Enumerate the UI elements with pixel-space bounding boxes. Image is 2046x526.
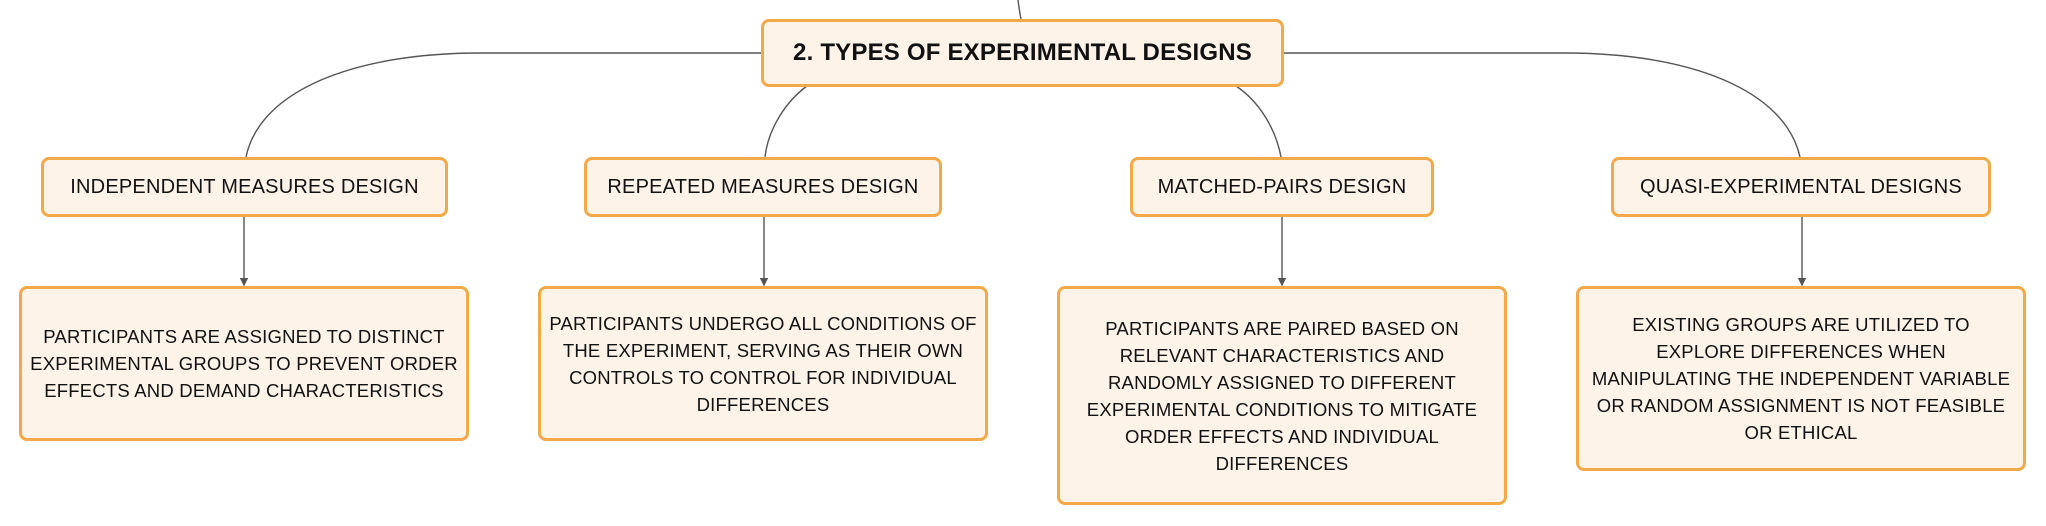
category-node-quasi-experimental[interactable]: QUASI-EXPERIMENTAL DESIGNS: [1611, 157, 1991, 217]
category-node-repeated-measures[interactable]: REPEATED MEASURES DESIGN: [584, 157, 942, 217]
description-node-repeated-measures[interactable]: PARTICIPANTS UNDERGO ALL CONDITIONS OF T…: [538, 286, 988, 441]
category-node-matched-pairs[interactable]: MATCHED-PAIRS DESIGN: [1130, 157, 1434, 217]
category-label: MATCHED-PAIRS DESIGN: [1157, 175, 1407, 198]
description-node-quasi-experimental[interactable]: EXISTING GROUPS ARE UTILIZED TO EXPLORE …: [1576, 286, 2026, 471]
connector-root-to-quasi: [1284, 52, 1801, 158]
connector-parent-to-root: [1017, 0, 1022, 20]
description-text: PARTICIPANTS UNDERGO ALL CONDITIONS OF T…: [549, 312, 977, 415]
description-text: EXISTING GROUPS ARE UTILIZED TO EXPLORE …: [1591, 314, 2011, 443]
description-text: PARTICIPANTS ARE PAIRED BASED ON RELEVAN…: [1086, 317, 1478, 474]
category-node-independent-measures[interactable]: INDEPENDENT MEASURES DESIGN: [41, 157, 448, 217]
category-label: QUASI-EXPERIMENTAL DESIGNS: [1640, 175, 1962, 198]
description-node-matched-pairs[interactable]: PARTICIPANTS ARE PAIRED BASED ON RELEVAN…: [1057, 286, 1507, 505]
connector-root-to-independent: [245, 52, 761, 158]
connector-root-to-repeated: [764, 85, 808, 158]
category-label: INDEPENDENT MEASURES DESIGN: [70, 175, 419, 198]
root-node[interactable]: 2. TYPES OF EXPERIMENTAL DESIGNS: [761, 19, 1284, 87]
description-text: PARTICIPANTS ARE ASSIGNED TO DISTINCT EX…: [30, 326, 458, 401]
connector-root-to-matched: [1235, 85, 1282, 158]
category-label: REPEATED MEASURES DESIGN: [607, 175, 919, 198]
description-node-independent-measures[interactable]: PARTICIPANTS ARE ASSIGNED TO DISTINCT EX…: [19, 286, 469, 441]
root-node-label: 2. TYPES OF EXPERIMENTAL DESIGNS: [793, 39, 1252, 66]
